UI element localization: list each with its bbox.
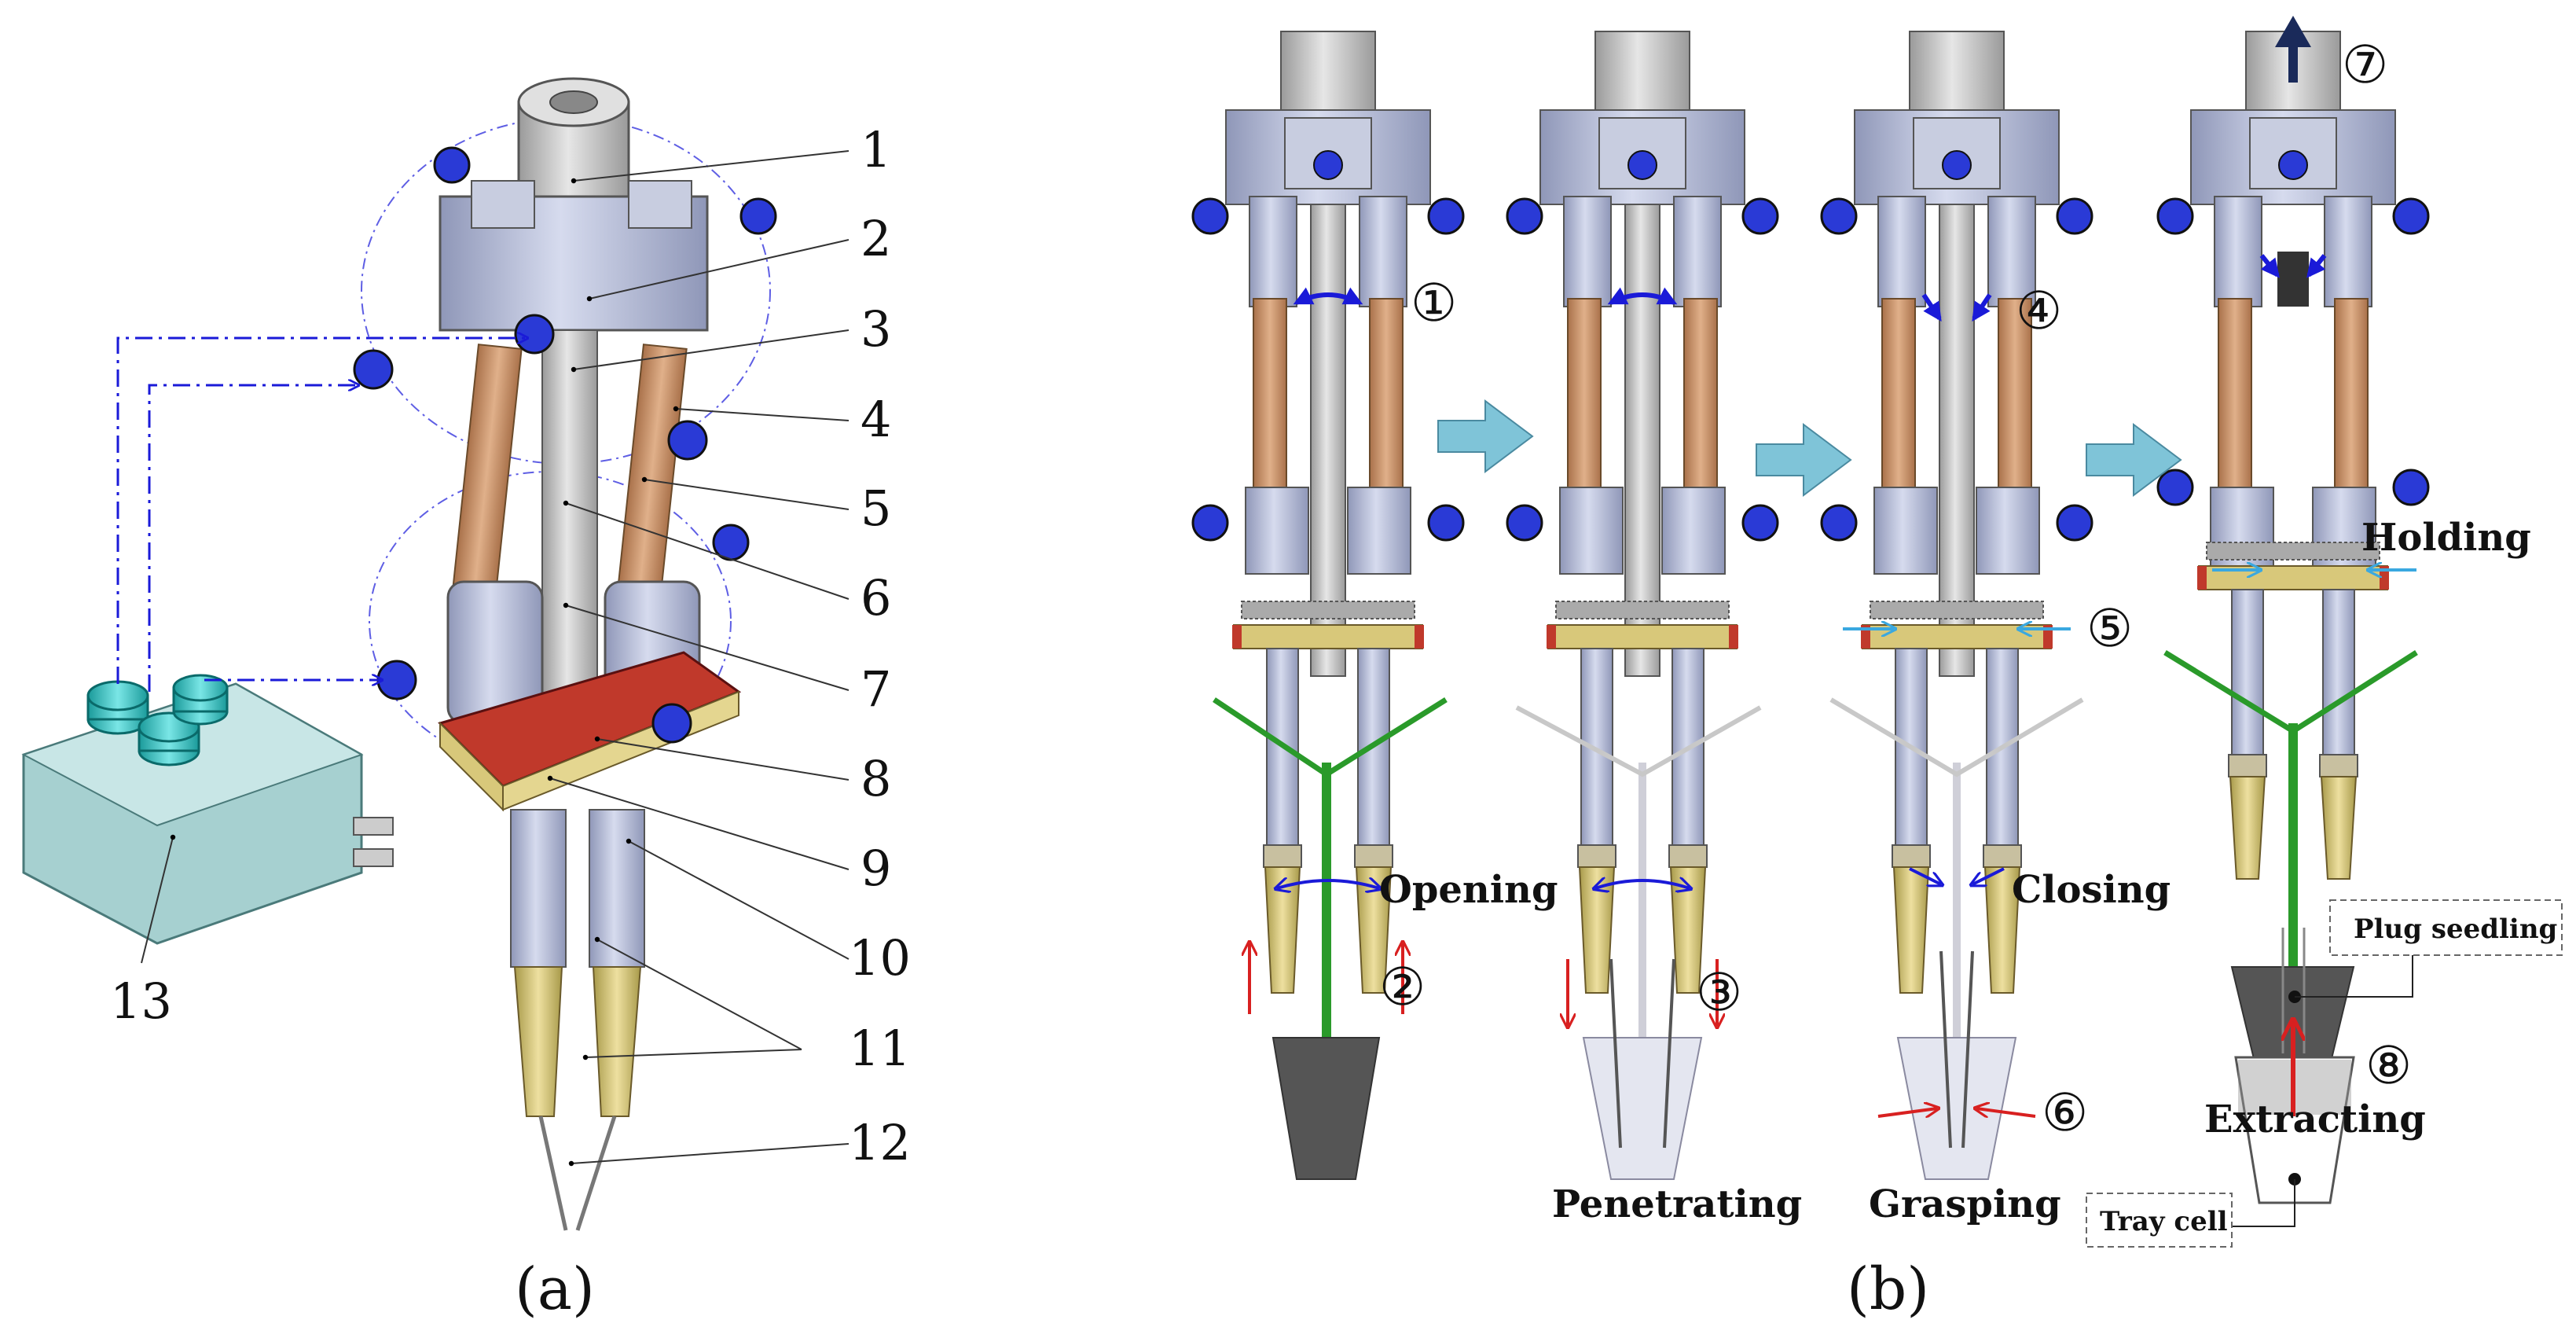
panel-a-gripper-assembly: 1 2 3 4 5 6 7 8 9 10 11 12 13 (a) [21,77,911,1323]
soil-plug-transparent [1582,1037,1703,1180]
grasping-label: Grasping [1869,1182,2061,1226]
seedling-leaves [1213,697,1448,778]
panel-a-label: (a) [515,1255,595,1323]
plug-seedling-box [2329,899,2563,956]
stage-arrow-3 [2086,423,2182,497]
part-label-3: 3 [861,300,891,358]
part-label-4: 4 [861,391,891,448]
step-5-marker: ⑤ [2086,598,2133,659]
needle-left [538,1116,568,1231]
stage-arrow-1 [1437,399,1534,473]
step-4-marker: ④ [2016,281,2062,341]
part-label-13: 13 [110,972,172,1030]
plug-seedling-label: Plug seedling [2354,913,2557,945]
clamp-block [439,195,709,332]
part-number-labels: 1 2 3 4 5 6 7 8 9 10 11 12 13 [110,121,911,1171]
gripper-body-3 [1820,31,2093,994]
finger-right [589,809,645,968]
stage-arrow-2 [1756,423,1852,497]
stage-extracting: Plug seedling Tray cell ⑦ ⑧ Holding Extr… [2086,16,2563,1248]
closing-label: Closing [2012,868,2171,912]
stage-opening: ① ② Opening [1213,273,1558,1180]
step-7-marker: ⑦ [2342,35,2388,95]
part-label-7: 7 [861,660,891,718]
stage-penetrating: ③ Penetrating [1515,287,1802,1226]
step-8-marker: ⑧ [2365,1035,2412,1096]
leader-lines [141,150,849,1167]
central-shaft [541,329,598,740]
part-label-11: 11 [849,1020,911,1077]
needle-right [575,1116,617,1231]
step-6-marker: ⑥ [2042,1083,2088,1143]
needle-holder-left [513,966,563,1117]
part-label-12: 12 [849,1114,911,1171]
part-label-6: 6 [861,569,891,627]
gripper-body-2 [1506,31,1779,994]
tray-cell [2234,1056,2355,1204]
part-label-1: 1 [861,121,891,178]
stage-grasping: ④ ⑤ ⑥ Closing Grasping [1829,281,2171,1226]
panel-b-operation-sequence: ① ② Opening ③ Penetrating [1191,16,2563,1323]
needle-holder-right [592,966,642,1117]
tray-cell-box [2086,1193,2233,1248]
gripper-body-4 [2156,31,2430,880]
part-label-10: 10 [849,929,911,987]
air-fittings [353,146,777,744]
part-label-9: 9 [861,840,891,897]
holding-label: Holding [2361,516,2531,560]
air-lines [116,338,527,692]
stage-transition-arrows [1437,399,2182,497]
panel-b-label: (b) [1847,1255,1929,1323]
valve-ports [86,674,229,766]
part-label-8: 8 [861,750,891,807]
extracting-label: Extracting [2204,1097,2426,1141]
opening-arrow-top [1293,287,1363,305]
part-label-2: 2 [861,210,891,267]
step-2-marker: ② [1379,957,1426,1017]
soil-plug [1271,1037,1381,1180]
step-3-marker: ③ [1696,962,1742,1023]
opening-label: Opening [1379,868,1558,912]
opening-arrow-needles [1277,880,1379,888]
step-1-marker: ① [1411,273,1457,333]
penetrating-label: Penetrating [1552,1182,1802,1226]
finger-left [510,809,567,968]
gripper-stages [1191,31,2430,994]
tray-cell-label: Tray cell [2100,1206,2228,1237]
part-label-5: 5 [861,480,891,537]
